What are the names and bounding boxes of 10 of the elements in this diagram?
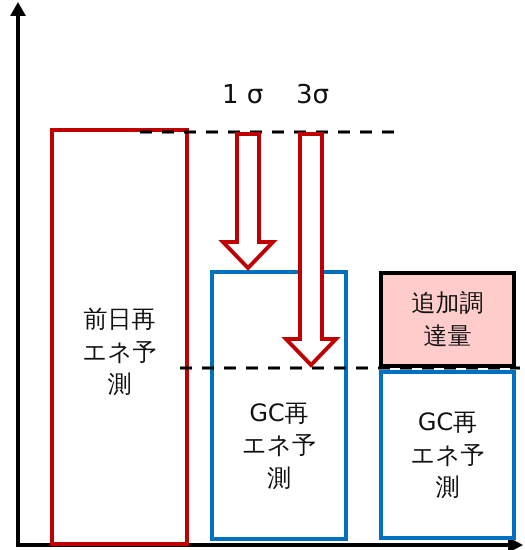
sigma-label: 1 σ	[222, 80, 264, 110]
sigma-label: 3σ	[296, 80, 330, 110]
box-label: 前日再エネ予測	[82, 304, 158, 400]
box-label: 追加調達量	[410, 288, 484, 352]
bar-box	[210, 270, 348, 541]
box-label: GC再エネ予測	[241, 398, 317, 494]
bar-box	[379, 370, 516, 540]
box-label: GC再エネ予測	[410, 407, 486, 504]
bar-box	[50, 128, 189, 546]
bar-box	[379, 271, 516, 368]
